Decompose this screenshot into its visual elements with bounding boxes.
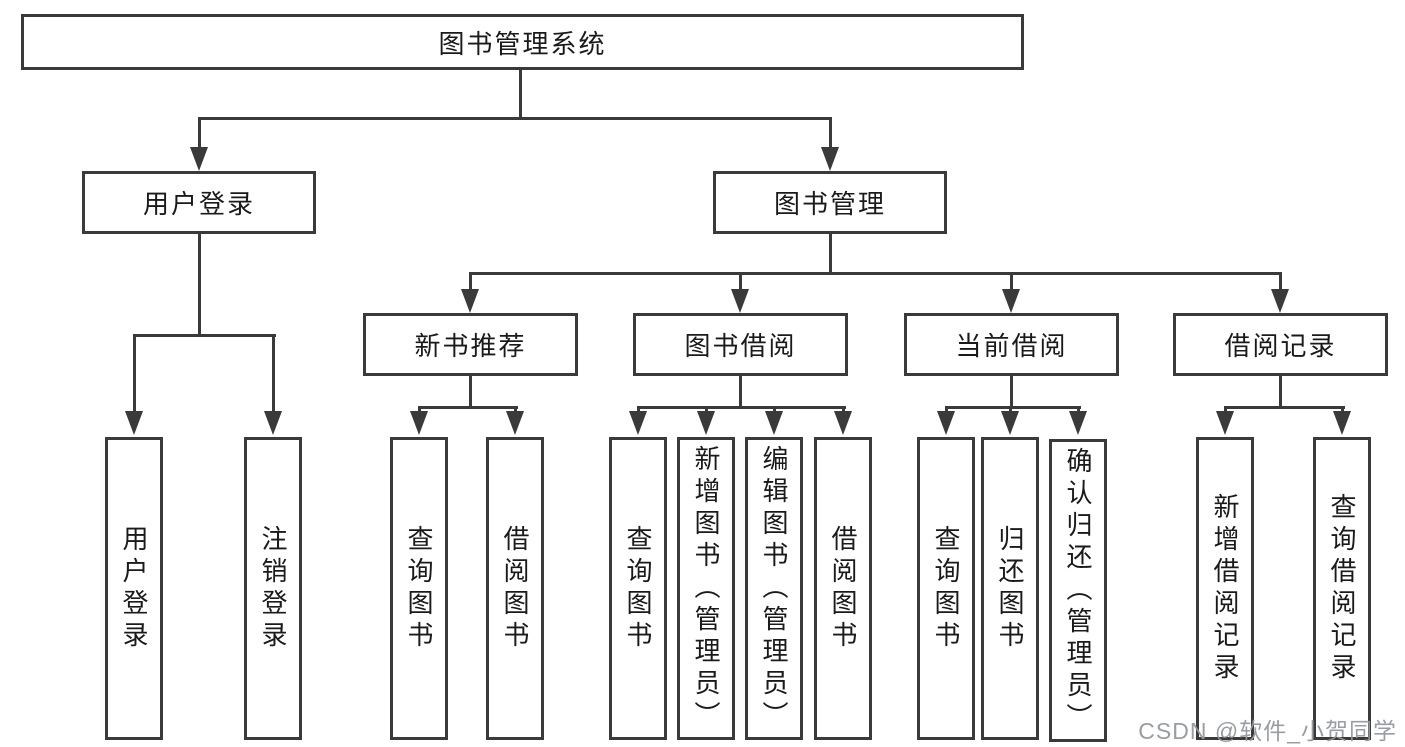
leaf-edit-books-admin: 编辑图书（管理员） <box>745 437 803 740</box>
connector-drop-leaf <box>1224 406 1227 415</box>
arrowhead-new-book <box>461 289 479 313</box>
arrowhead-leaf <box>1001 411 1019 435</box>
arrowhead-leaf <box>697 411 715 435</box>
leaf-return-books: 归还图书 <box>981 437 1039 740</box>
node-label: 确认归还（管理员） <box>1063 446 1093 735</box>
connector-new-book-stem <box>469 376 472 409</box>
connector-book-management-split <box>469 272 1282 275</box>
node-label: 借阅图书 <box>828 524 858 653</box>
connector-drop-leaf <box>1009 406 1012 415</box>
node-library-management-system: 图书管理系统 <box>21 14 1024 70</box>
node-new-book-recommendation: 新书推荐 <box>363 313 578 376</box>
connector-drop-book-borrow <box>739 272 742 292</box>
leaf-borrow-books: 借阅图书 <box>814 437 872 740</box>
arrowhead-leaf <box>410 411 428 435</box>
node-label: 用户登录 <box>119 524 149 653</box>
connector-drop-current-borrow <box>1010 272 1013 292</box>
arrowhead-leaf <box>506 411 524 435</box>
node-book-management: 图书管理 <box>713 171 947 234</box>
node-label: 图书管理 <box>773 189 886 219</box>
arrowhead-leaf <box>629 411 647 435</box>
connector-root-stem <box>519 70 522 118</box>
arrowhead-user-login <box>190 147 208 171</box>
node-label: 查询图书 <box>931 524 961 653</box>
leaf-query-borrow-record: 查询借阅记录 <box>1313 437 1371 740</box>
node-label: 查询图书 <box>623 524 653 653</box>
connector-drop-leaf <box>514 406 517 415</box>
node-label: 新增图书（管理员） <box>691 444 721 733</box>
arrowhead-leaf <box>834 411 852 435</box>
leaf-user-login: 用户登录 <box>105 437 163 740</box>
connector-drop-borrow-records <box>1279 272 1282 292</box>
connector-drop-leaf <box>272 334 275 413</box>
connector-book-borrow-stem <box>739 376 742 409</box>
connector-drop-leaf <box>1077 406 1080 415</box>
arrowhead-leaf <box>1069 411 1087 435</box>
arrowhead-current-borrow <box>1002 289 1020 313</box>
arrowhead-leaf <box>1333 411 1351 435</box>
connector-drop-book-management <box>829 117 832 149</box>
node-user-login: 用户登录 <box>82 171 316 234</box>
node-current-borrowing: 当前借阅 <box>904 313 1119 376</box>
leaf-query-books-recommend: 查询图书 <box>390 437 448 740</box>
node-label: 借阅记录 <box>1224 331 1337 361</box>
node-label: 编辑图书（管理员） <box>759 444 789 733</box>
connector-drop-leaf <box>637 406 640 415</box>
connector-drop-leaf <box>842 406 845 415</box>
connector-drop-leaf <box>1341 406 1344 415</box>
node-label: 当前借阅 <box>955 331 1068 361</box>
node-borrowing-records: 借阅记录 <box>1173 313 1388 376</box>
connector-drop-leaf <box>705 406 708 415</box>
csdn-watermark: CSDN @软件_小贺同学 <box>1138 718 1397 744</box>
connector-user-login-stem <box>198 234 201 337</box>
node-label: 图书管理系统 <box>438 28 607 59</box>
node-label: 借阅图书 <box>500 524 530 653</box>
leaf-add-borrow-record: 新增借阅记录 <box>1196 437 1254 740</box>
connector-drop-new-book <box>469 272 472 292</box>
connector-new-book-split <box>418 406 518 409</box>
arrowhead-book-borrow <box>731 289 749 313</box>
leaf-query-books-borrow: 查询图书 <box>609 437 667 740</box>
leaf-borrow-books-recommend: 借阅图书 <box>486 437 544 740</box>
arrowhead-leaf <box>765 411 783 435</box>
leaf-confirm-return-admin: 确认归还（管理员） <box>1049 439 1107 742</box>
node-label: 查询图书 <box>404 524 434 653</box>
arrowhead-leaf <box>1216 411 1234 435</box>
connector-current-borrow-split <box>945 406 1081 409</box>
node-label: 归还图书 <box>995 524 1025 653</box>
arrowhead-leaf <box>937 411 955 435</box>
connector-drop-leaf <box>945 406 948 415</box>
arrowhead-borrow-records <box>1271 289 1289 313</box>
node-label: 用户登录 <box>142 189 255 219</box>
node-label: 图书借阅 <box>684 331 797 361</box>
leaf-query-books-current: 查询图书 <box>917 437 975 740</box>
connector-drop-leaf <box>418 406 421 415</box>
connector-current-borrow-stem <box>1010 376 1013 409</box>
connector-drop-leaf <box>773 406 776 415</box>
node-label: 新书推荐 <box>414 331 527 361</box>
connector-drop-leaf <box>133 334 136 413</box>
connector-user-login-split <box>133 334 276 337</box>
node-label: 新增借阅记录 <box>1210 492 1240 685</box>
leaf-logout: 注销登录 <box>244 437 302 740</box>
connector-book-borrow-split <box>637 406 846 409</box>
connector-drop-user-login <box>198 117 201 149</box>
node-label: 查询借阅记录 <box>1327 492 1357 685</box>
node-book-borrowing: 图书借阅 <box>633 313 848 376</box>
node-label: 注销登录 <box>258 524 288 653</box>
connector-borrow-records-stem <box>1279 376 1282 409</box>
arrowhead-leaf <box>264 411 282 435</box>
connector-root-split <box>198 117 832 120</box>
leaf-add-books-admin: 新增图书（管理员） <box>677 437 735 740</box>
connector-borrow-records-split <box>1224 406 1345 409</box>
connector-book-management-stem <box>829 234 832 275</box>
arrowhead-book-management <box>821 147 839 171</box>
arrowhead-leaf <box>125 411 143 435</box>
